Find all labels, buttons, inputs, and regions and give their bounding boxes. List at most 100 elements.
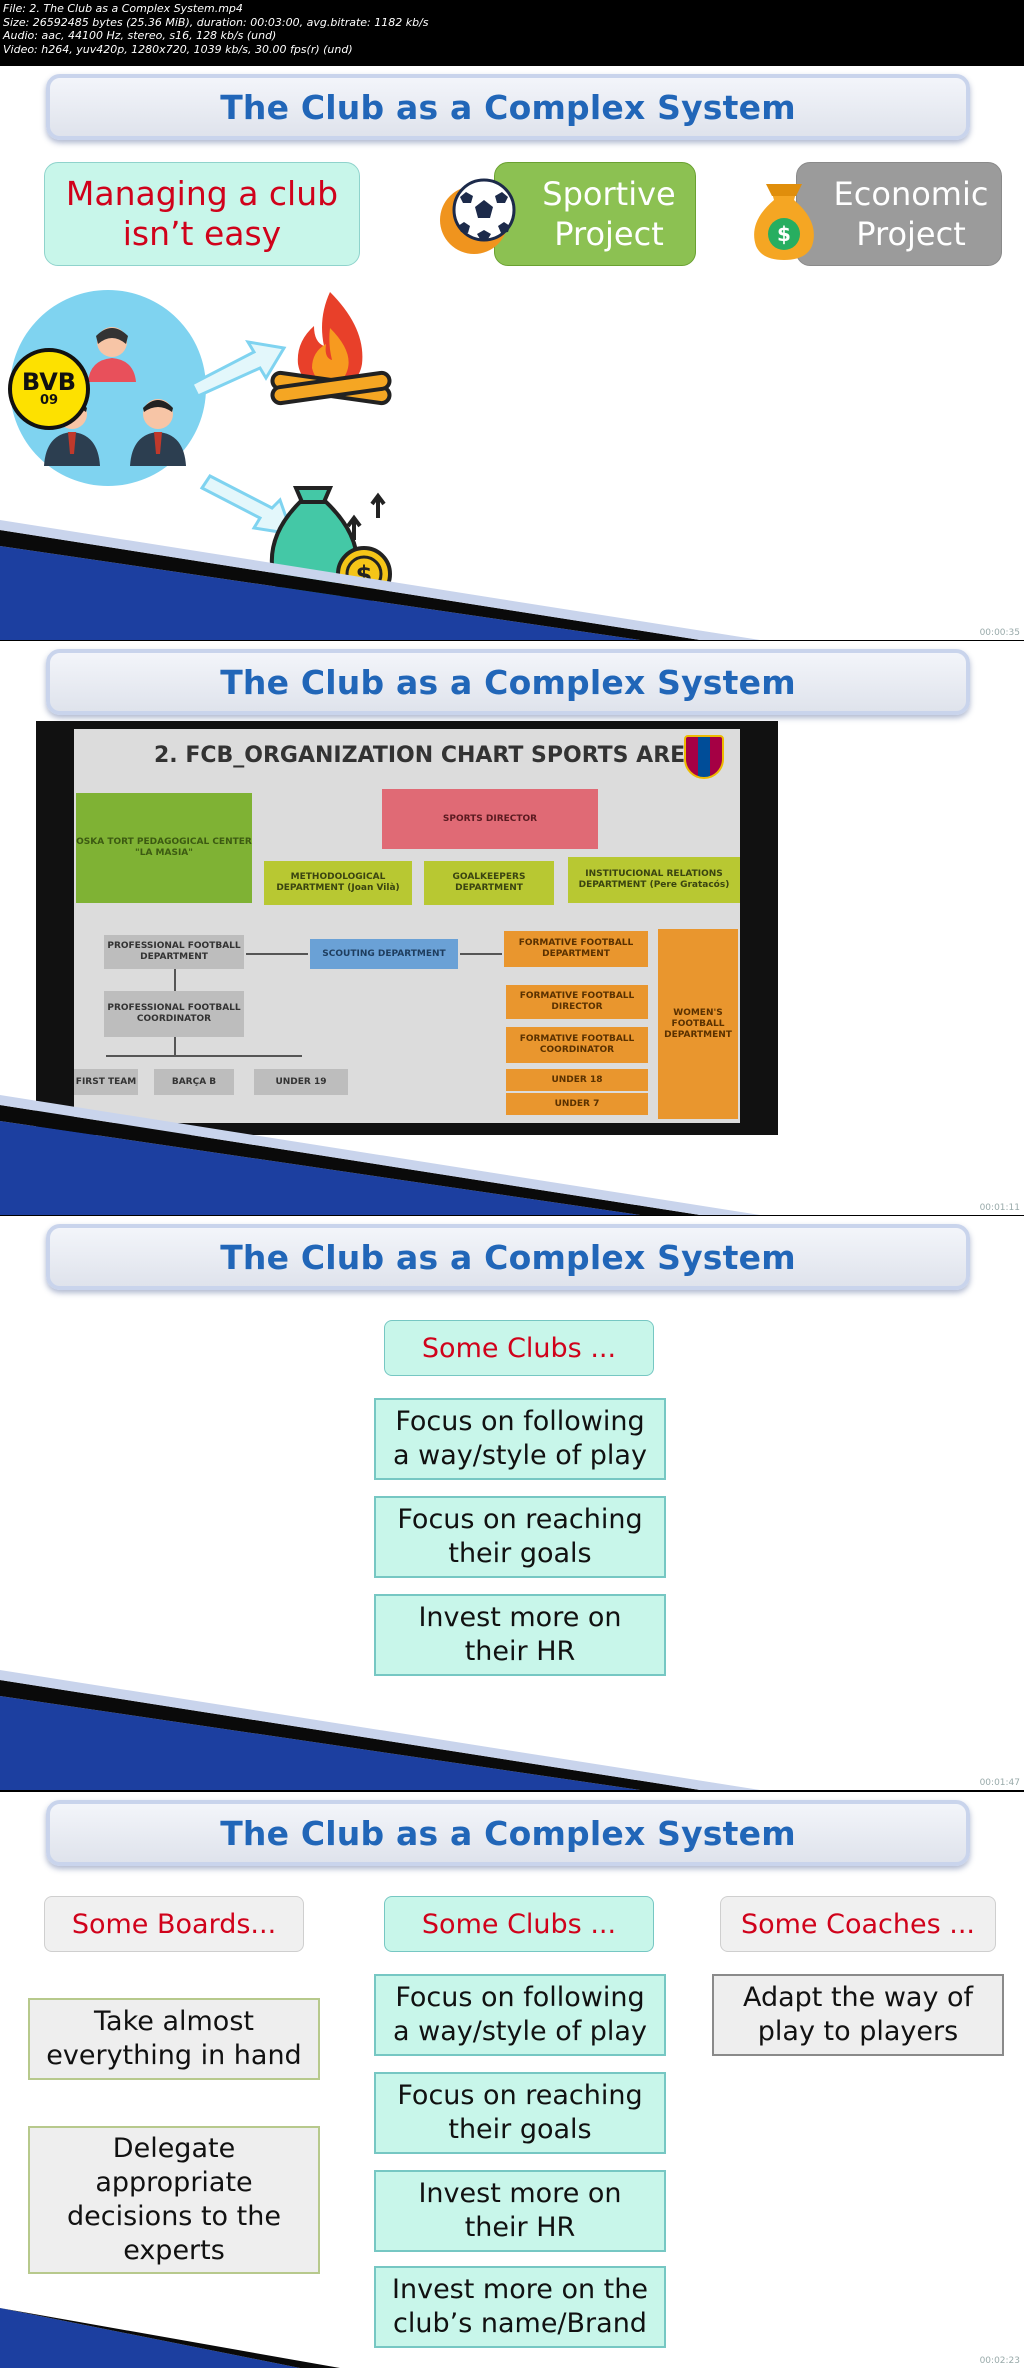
clubs-item: Invest more on the club’s name/Brand [374, 2266, 666, 2348]
slide-decor-wedge [0, 520, 760, 640]
boards-item-line: everything in hand [46, 2040, 302, 2071]
arrow-up-right-icon [189, 339, 287, 398]
money-bag-icon: $ [754, 184, 814, 260]
timestamp-watermark: 00:02:23 [979, 2356, 1020, 2366]
some-clubs-header: Some Clubs ... [384, 1896, 654, 1952]
file-info-line: Audio: aac, 44100 Hz, stereo, s16, 128 k… [3, 29, 277, 42]
clubs-item: Focus on reaching their goals [374, 2072, 666, 2154]
sportive-project-box: Sportive Project [494, 162, 696, 266]
org-chart: 2. FCB_ORGANIZATION CHART SPORTS AREA OS… [74, 729, 740, 1123]
clubs-item-line: a way/style of play [393, 1440, 647, 1471]
timestamp-watermark: 00:00:35 [979, 628, 1020, 638]
clubs-item: Focus on following a way/style of play [374, 1398, 666, 1480]
bvb-logo-sub: 09 [39, 393, 59, 408]
sportive-line: Project [554, 215, 664, 253]
boards-item-line: appropriate [95, 2167, 253, 2198]
file-info-header: File: 2. The Club as a Complex System.mp… [0, 0, 1024, 66]
managing-line: Managing a club [65, 174, 339, 213]
bvb-logo-text: BVB [21, 368, 77, 396]
slide-title: The Club as a Complex System [220, 1237, 796, 1277]
slide-title-bar: The Club as a Complex System [46, 1800, 970, 1866]
file-info-line: Video: h264, yuv420p, 1280x720, 1039 kb/… [3, 42, 353, 56]
org-chart-title: 2. FCB_ORGANIZATION CHART SPORTS AREA [154, 743, 703, 768]
coaches-item-line: play to players [757, 2016, 959, 2047]
slide-title-bar: The Club as a Complex System [46, 649, 970, 715]
boards-item-line: Take almost [94, 2006, 254, 2037]
under18-box: UNDER 18 [506, 1069, 648, 1091]
methodological-box: METHODOLOGICAL DEPARTMENT (Joan Vilà) [264, 861, 412, 905]
slide-2: The Club as a Complex System 2. FCB_ORGA… [0, 641, 1024, 1215]
slide-decor-wedge [0, 1095, 760, 1215]
coaches-item: Adapt the way of play to players [712, 1974, 1004, 2056]
connector-line [460, 953, 502, 955]
managing-line: isn’t easy [122, 214, 282, 253]
connector-line [174, 969, 176, 991]
clubs-item-line: Invest more on the [392, 2274, 648, 2305]
slide-3: The Club as a Complex System Some Clubs … [0, 1216, 1024, 1790]
timestamp-watermark: 00:01:47 [979, 1778, 1020, 1788]
boards-item: Delegate appropriate decisions to the ex… [28, 2126, 320, 2274]
fcb-crest-icon [684, 735, 724, 779]
formative-coordinator-box: FORMATIVE FOOTBALL COORDINATOR [506, 1027, 648, 1063]
coaches-item-line: Adapt the way of [742, 1982, 974, 2013]
slide-4: The Club as a Complex System Some Boards… [0, 1792, 1024, 2368]
economic-line: Economic [833, 175, 989, 213]
boards-item-line: experts [123, 2235, 225, 2266]
sports-director-box: SPORTS DIRECTOR [382, 789, 598, 849]
formative-department-box: FORMATIVE FOOTBALL DEPARTMENT [504, 931, 648, 967]
connector-line [174, 1037, 176, 1055]
sportive-line: Sportive [542, 175, 676, 213]
file-info-line: Size: 26592485 bytes (25.36 MiB), durati… [3, 15, 429, 29]
slide-title-bar: The Club as a Complex System [46, 74, 970, 140]
org-chart-photo: 2. FCB_ORGANIZATION CHART SPORTS AREA OS… [36, 721, 778, 1135]
campfire-icon [270, 292, 392, 406]
slide-decor-wedge [0, 1670, 760, 1790]
first-team-box: FIRST TEAM [74, 1069, 138, 1095]
some-coaches-header: Some Coaches ... [720, 1896, 996, 1952]
barca-b-box: BARÇA B [154, 1069, 234, 1095]
managing-club-box: Managing a club isn’t easy [44, 162, 360, 266]
svg-text:$: $ [777, 222, 791, 246]
connector-line [106, 1055, 302, 1057]
clubs-item-line: Invest more on [418, 2178, 622, 2209]
under7-box: UNDER 7 [506, 1093, 648, 1115]
boards-item-line: Delegate [112, 2133, 236, 2164]
club-management-group-icon [10, 290, 206, 486]
goalkeepers-box: GOALKEEPERS DEPARTMENT [424, 861, 554, 905]
slide-title-bar: The Club as a Complex System [46, 1224, 970, 1290]
youth-center-box: OSKA TORT PEDAGOGICAL CENTER "LA MASIA" [76, 793, 252, 903]
boards-item: Take almost everything in hand [28, 1998, 320, 2080]
pro-department-box: PROFESSIONAL FOOTBALL DEPARTMENT [104, 935, 244, 969]
clubs-item: Invest more on their HR [374, 1594, 666, 1676]
clubs-item-line: their HR [464, 1636, 576, 1667]
boards-item-line: decisions to the [67, 2201, 281, 2232]
connector-line [246, 953, 308, 955]
timestamp-watermark: 00:01:11 [979, 1203, 1020, 1213]
clubs-item-line: Focus on following [395, 1982, 645, 2013]
clubs-item-line: club’s name/Brand [393, 2308, 647, 2339]
institutional-box: INSTITUCIONAL RELATIONS DEPARTMENT (Pere… [568, 857, 740, 903]
soccer-ball-icon [440, 178, 516, 254]
clubs-item: Focus on reaching their goals [374, 1496, 666, 1578]
scouting-box: SCOUTING DEPARTMENT [310, 939, 458, 969]
slide-decor-wedge [0, 2308, 340, 2368]
bvb-logo: BVB 09 [8, 348, 90, 430]
formative-director-box: FORMATIVE FOOTBALL DIRECTOR [506, 985, 648, 1019]
clubs-item-line: Focus on reaching [397, 1504, 643, 1535]
clubs-item-line: Invest more on [418, 1602, 622, 1633]
womens-department-box: WOMEN'S FOOTBALL DEPARTMENT [658, 929, 738, 1119]
clubs-item-line: Focus on reaching [397, 2080, 643, 2111]
under19-box: UNDER 19 [254, 1069, 348, 1095]
clubs-item-line: their goals [448, 2114, 592, 2145]
clubs-item-line: their goals [448, 1538, 592, 1569]
clubs-item-line: their HR [464, 2212, 576, 2243]
slide-1: The Club as a Complex System Managing a … [0, 66, 1024, 640]
economic-line: Project [856, 215, 966, 253]
economic-project-box: Economic Project [796, 162, 1002, 266]
pro-coordinator-box: PROFESSIONAL FOOTBALL COORDINATOR [104, 991, 244, 1037]
some-boards-header: Some Boards... [44, 1896, 304, 1952]
slide-title: The Club as a Complex System [220, 87, 796, 127]
clubs-item: Invest more on their HR [374, 2170, 666, 2252]
slide-title: The Club as a Complex System [220, 662, 796, 702]
clubs-item-line: a way/style of play [393, 2016, 647, 2047]
